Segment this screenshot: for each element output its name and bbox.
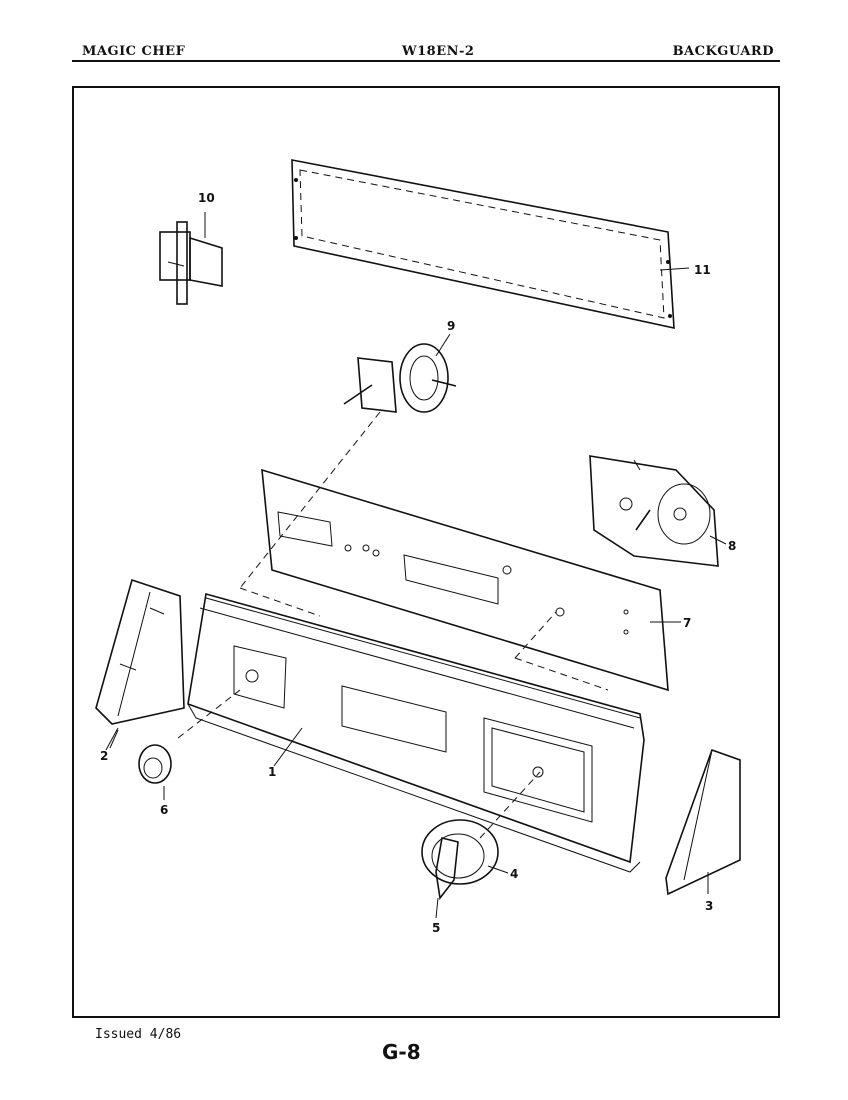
callout-9: 9 [447, 319, 455, 333]
part-8-timer [589, 455, 719, 567]
callout-7: 7 [683, 616, 691, 630]
part-3-right-end-cap [665, 748, 741, 896]
part-5-knob [435, 837, 459, 900]
header-section: BACKGUARD [672, 44, 774, 59]
callout-4: 4 [510, 867, 518, 881]
part-7-control-bracket [261, 468, 669, 692]
callout-5: 5 [432, 921, 440, 935]
leader-lines [105, 267, 727, 919]
callout-2: 2 [100, 749, 108, 763]
callout-1: 1 [268, 765, 276, 779]
callout-10: 10 [198, 191, 215, 205]
header-model: W18EN-2 [402, 44, 475, 59]
issued-date: Issued 4/86 [95, 1027, 182, 1042]
part-10-switch [159, 212, 223, 305]
callout-8: 8 [728, 539, 736, 553]
header-brand: MAGIC CHEF [82, 44, 186, 59]
callout-6: 6 [160, 803, 168, 817]
callout-11: 11 [694, 263, 711, 277]
part-1-console-panel [187, 592, 645, 873]
part-6-small-knob [138, 744, 172, 800]
header-rule [72, 60, 780, 62]
part-4-knob-skirt [421, 819, 499, 885]
part-2-left-end-cap [95, 578, 185, 749]
part-9-timer-motor [343, 333, 457, 413]
part-11-rear-panel [291, 159, 675, 330]
page-number: G-8 [382, 1040, 421, 1064]
callout-3: 3 [705, 899, 713, 913]
diagram-frame [72, 86, 780, 1018]
